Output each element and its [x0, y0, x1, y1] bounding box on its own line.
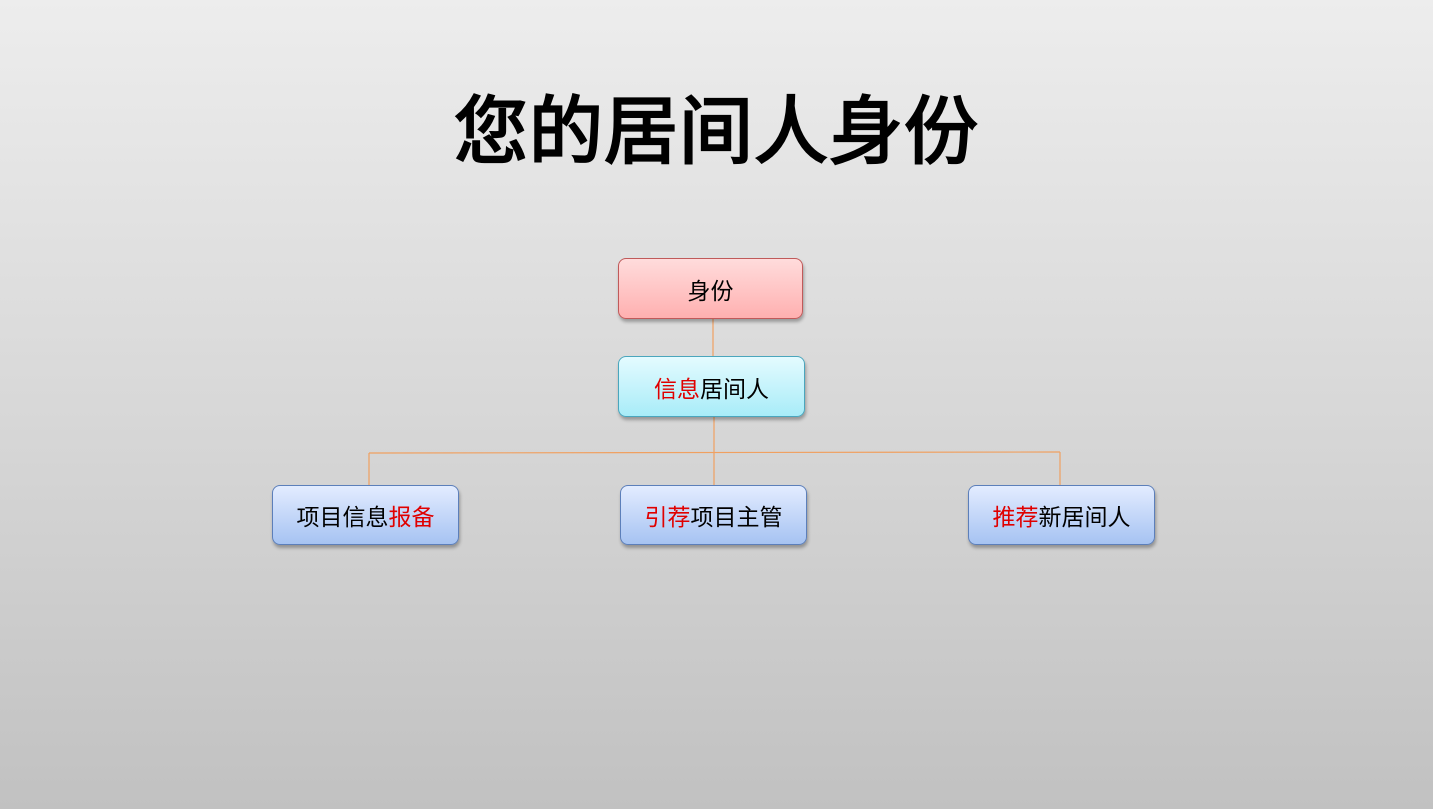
node-recommend-new-broker-highlight: 推荐: [992, 505, 1039, 531]
node-recommend-new-broker: 推荐新居间人: [968, 485, 1155, 545]
node-info-broker: 信息居间人: [618, 356, 805, 417]
node-identity-label: 身份: [687, 278, 734, 305]
node-project-report-prefix: 项目信息: [296, 505, 389, 531]
node-recommend-manager: 引荐项目主管: [620, 485, 807, 545]
node-recommend-manager-highlight: 引荐: [644, 505, 691, 531]
node-identity: 身份: [618, 258, 803, 319]
node-recommend-manager-suffix: 项目主管: [690, 505, 783, 531]
connector-bus-horizontal: [368, 451, 1061, 454]
node-info-broker-highlight: 信息: [654, 376, 700, 403]
node-project-report-highlight: 报备: [388, 505, 435, 531]
slide-title: 您的居间人身份: [454, 89, 979, 175]
node-recommend-new-broker-suffix: 新居间人: [1038, 505, 1131, 531]
node-info-broker-label: 居间人: [700, 376, 769, 403]
node-project-report: 项目信息报备: [272, 485, 459, 545]
